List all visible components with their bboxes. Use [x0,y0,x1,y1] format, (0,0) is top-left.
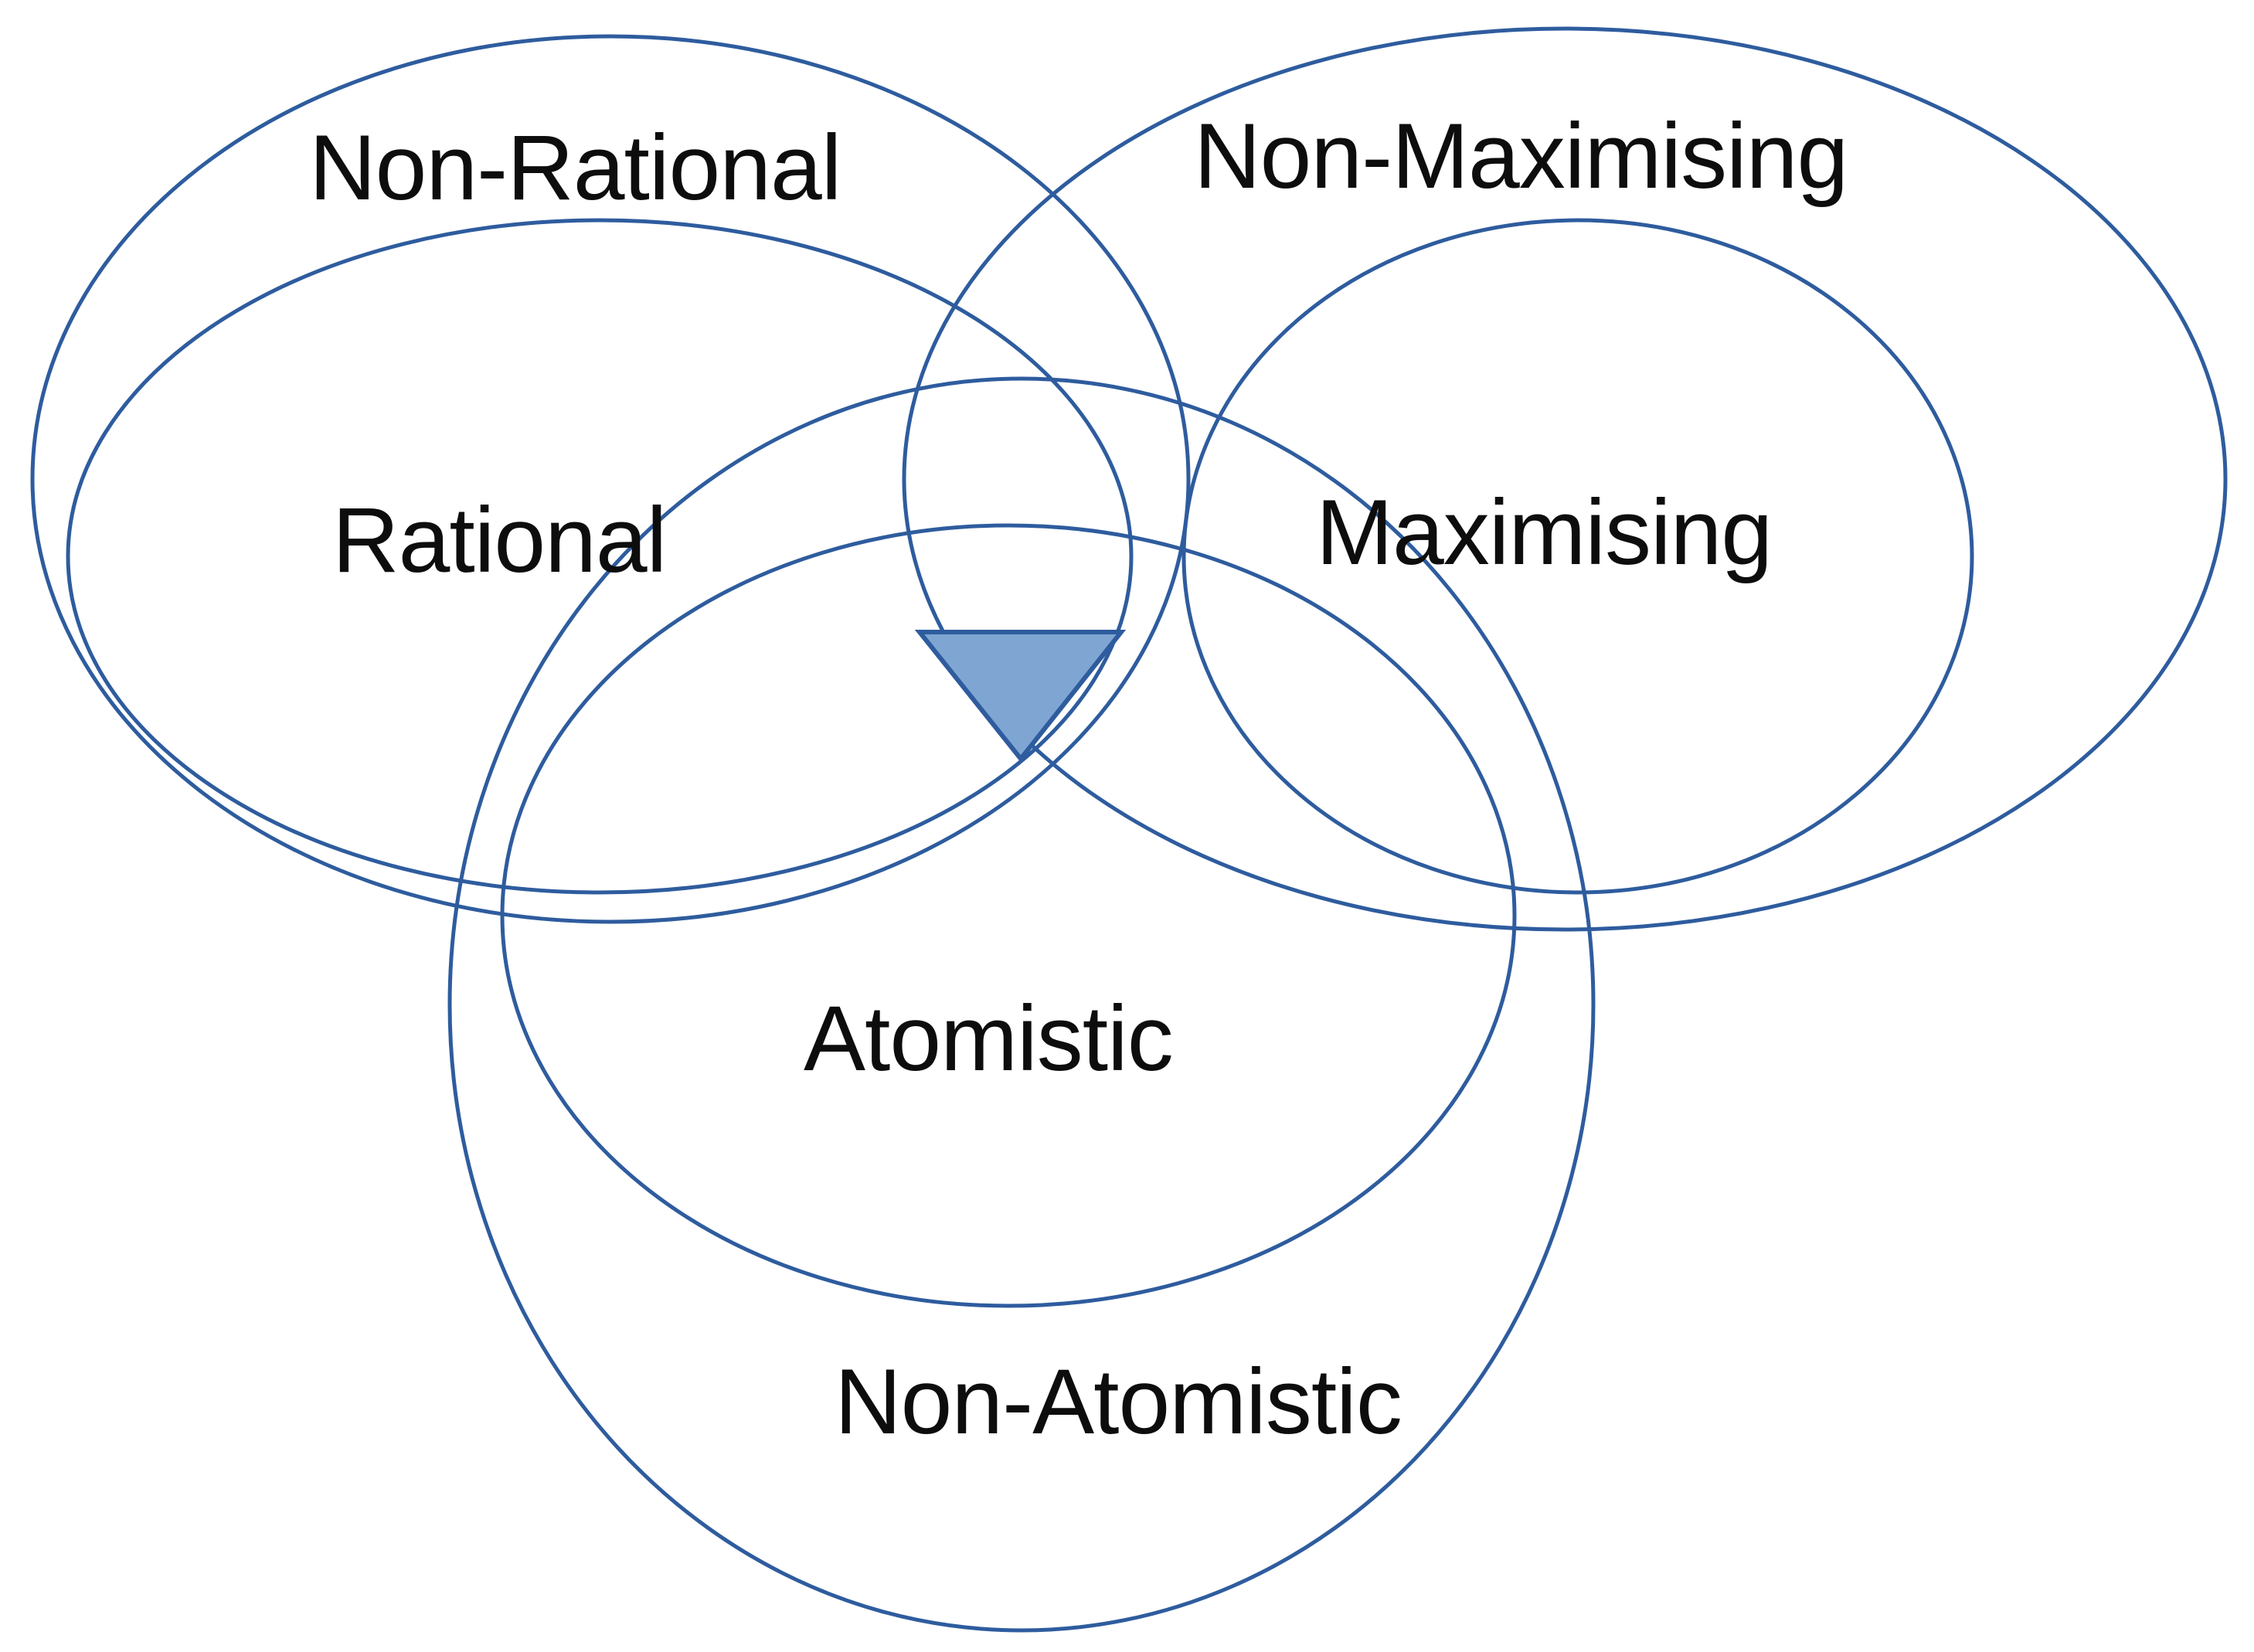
label-non-rational: Non-Rational [309,116,841,219]
central-intersection-triangle[interactable] [914,630,1127,763]
ellipse-non-atomistic[interactable] [450,379,1593,1630]
ellipse-non-rational[interactable] [32,36,1188,922]
label-atomistic: Atomistic [804,987,1173,1090]
ellipse-rational[interactable] [68,220,1131,892]
label-non-atomistic: Non-Atomistic [835,1350,1402,1453]
ellipse-maximising[interactable] [1184,220,1972,892]
ellipse-non-maximising[interactable] [904,29,2225,930]
label-maximising: Maximising [1316,481,1772,584]
label-rational: Rational [332,488,666,592]
label-non-maximising: Non-Maximising [1194,104,1848,208]
ellipse-atomistic[interactable] [502,525,1515,1306]
